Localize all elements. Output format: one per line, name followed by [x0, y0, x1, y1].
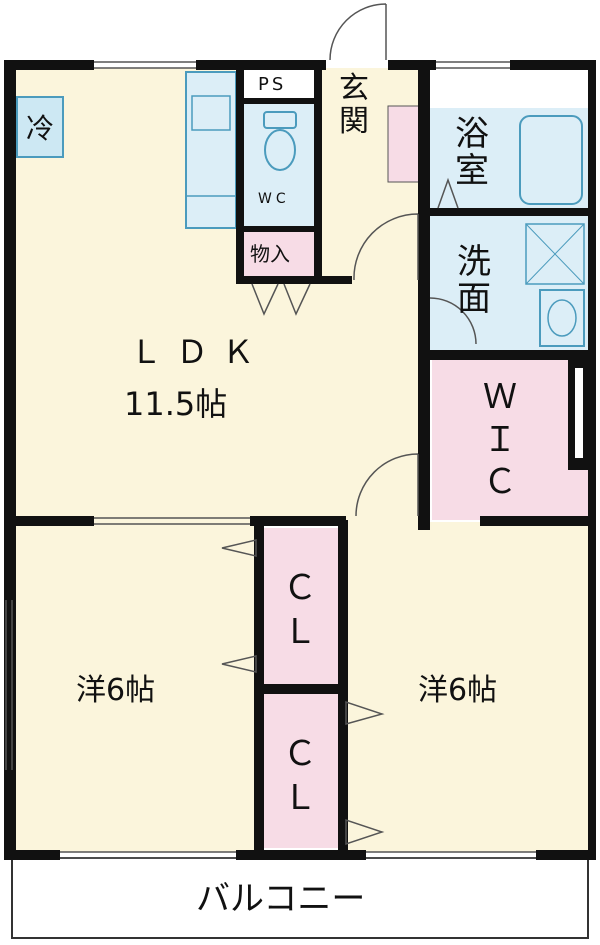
toilet-tank: [263, 111, 297, 129]
wall: [480, 516, 596, 526]
wall: [588, 60, 596, 858]
entrance-door-swing: [353, 213, 419, 281]
washroom-door-swing: [429, 297, 477, 345]
wall: [536, 850, 596, 860]
wall: [314, 60, 322, 284]
refrigerator-icon: 冷: [16, 96, 64, 158]
western-room-right-label: 洋6帖: [418, 673, 498, 708]
balcony-floor: [11, 857, 589, 939]
closet-top-label: ＣＬ: [283, 568, 317, 653]
bath-label: 浴室: [455, 114, 489, 192]
wall: [418, 60, 430, 530]
washroom-label: 洗面: [457, 242, 491, 320]
wall: [250, 516, 346, 526]
closet-bottom-label: ＣＬ: [283, 734, 317, 819]
closet-door-mark: [221, 539, 257, 557]
western-room-left-label: 洋6帖: [76, 673, 156, 708]
storage-floor: [244, 232, 316, 276]
washer-pan: [525, 223, 585, 285]
fridge-label: 冷: [25, 112, 54, 145]
western-left-floor: [12, 522, 260, 852]
storage-door-swing: [251, 283, 311, 316]
wall: [4, 516, 94, 526]
closet-top-floor: [262, 528, 340, 684]
storage-label: 物入: [250, 242, 290, 266]
kitchen-counter: [185, 71, 237, 229]
entrance-step: [387, 105, 423, 183]
western-right-floor: [344, 522, 588, 852]
toilet-label: WC: [258, 191, 290, 207]
ldk-label: ＬＤＫ: [130, 333, 269, 371]
windows: [5, 61, 536, 859]
vanity: [539, 289, 585, 347]
washer-cross-2: [525, 223, 585, 285]
closet-door-mark: [345, 818, 385, 846]
wall: [236, 850, 366, 860]
wic-floor: [432, 360, 588, 520]
ldk-door-swing: [355, 453, 419, 517]
closet-bottom-floor: [262, 694, 340, 848]
wic-label: ＷＩＣ: [483, 377, 517, 502]
wall: [254, 684, 348, 694]
doors: [221, 3, 477, 846]
toilet-bowl: [264, 129, 296, 171]
wall: [430, 350, 596, 360]
wall: [4, 60, 94, 70]
wic-window: [575, 368, 583, 458]
wall: [322, 276, 352, 284]
wall: [236, 226, 322, 232]
balcony-label: バルコニー: [196, 879, 366, 919]
wall: [430, 208, 596, 216]
wall: [236, 276, 322, 284]
ldk-size-label: 11.5帖: [124, 385, 228, 423]
wall: [4, 850, 60, 860]
vanity-basin: [547, 299, 577, 337]
closet-door-mark: [345, 700, 385, 725]
kitchen-sink: [191, 95, 231, 131]
front-door-swing: [329, 3, 387, 61]
wall: [196, 60, 326, 70]
entrance-label: 玄関: [339, 71, 369, 139]
wall: [236, 60, 244, 284]
bathtub: [519, 115, 583, 205]
wall: [4, 60, 16, 858]
closet-door-mark: [221, 655, 257, 673]
wall: [388, 60, 436, 70]
bath-door-swing: [437, 177, 459, 209]
ps-label: PS: [258, 74, 287, 95]
wall: [236, 98, 322, 104]
walls: [4, 60, 596, 860]
wall: [510, 60, 596, 70]
